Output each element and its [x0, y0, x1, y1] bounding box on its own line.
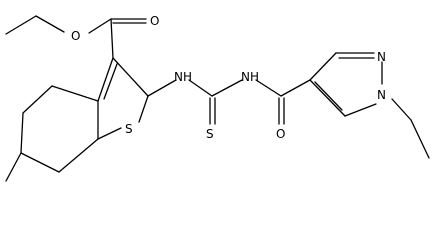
bond-n1-c5 [344, 103, 377, 117]
bond-c6-methyl [5, 152, 22, 182]
bond-ethyl-ch2-o [35, 15, 65, 33]
bond-c5-c4-b [314, 81, 343, 111]
bond-c3-c3a [97, 57, 114, 102]
atom-amide-o: O [276, 127, 285, 141]
bond-c7-c7a [58, 138, 99, 173]
bond-c3a-c4 [51, 85, 99, 102]
atom-nh-1: NH [174, 70, 192, 84]
bond-c6-c7 [20, 152, 60, 173]
molecule-structure-diagram: O O S NH NH S O N N [5, 14, 430, 182]
atom-ester-ether-o: O [71, 29, 80, 43]
atom-labels: O O S NH NH S O N N [71, 14, 386, 141]
bond-co-pyrazole [280, 79, 311, 97]
bond-c5-c6 [20, 112, 24, 154]
atom-ester-carbonyl-o: O [150, 14, 159, 28]
bond-c3-c2 [112, 57, 149, 97]
bond-n1-ch2 [391, 98, 412, 121]
bond-o-ester-carbon [88, 18, 112, 34]
bond-nh2-co [255, 79, 282, 97]
atom-thiophene-s: S [125, 122, 133, 136]
bond-c2-nh1 [147, 79, 177, 97]
bond-c5-c4-a [309, 79, 346, 117]
atom-nh-2: NH [241, 70, 259, 84]
atom-pyrazole-n1: N [377, 88, 386, 102]
bond-ch2-ch3 [410, 119, 430, 159]
bond-nh1-cs [188, 79, 213, 97]
bond-ester-to-ring [110, 18, 114, 59]
bond-cs-nh2 [211, 79, 243, 97]
bond-c4-c3 [309, 52, 337, 81]
molecule-svg: O O S NH NH S O N N [5, 14, 430, 182]
bond-c4-c5 [22, 85, 53, 114]
atom-pyrazole-n2: N [377, 50, 386, 64]
atom-thione-s: S [206, 127, 214, 141]
bonds [5, 15, 430, 182]
bond-c2-s [138, 95, 149, 123]
bond-c3-c3a-inner [103, 63, 118, 100]
bond-ethyl-ch3-ch2 [5, 15, 37, 35]
bond-s-c7a [97, 127, 122, 140]
